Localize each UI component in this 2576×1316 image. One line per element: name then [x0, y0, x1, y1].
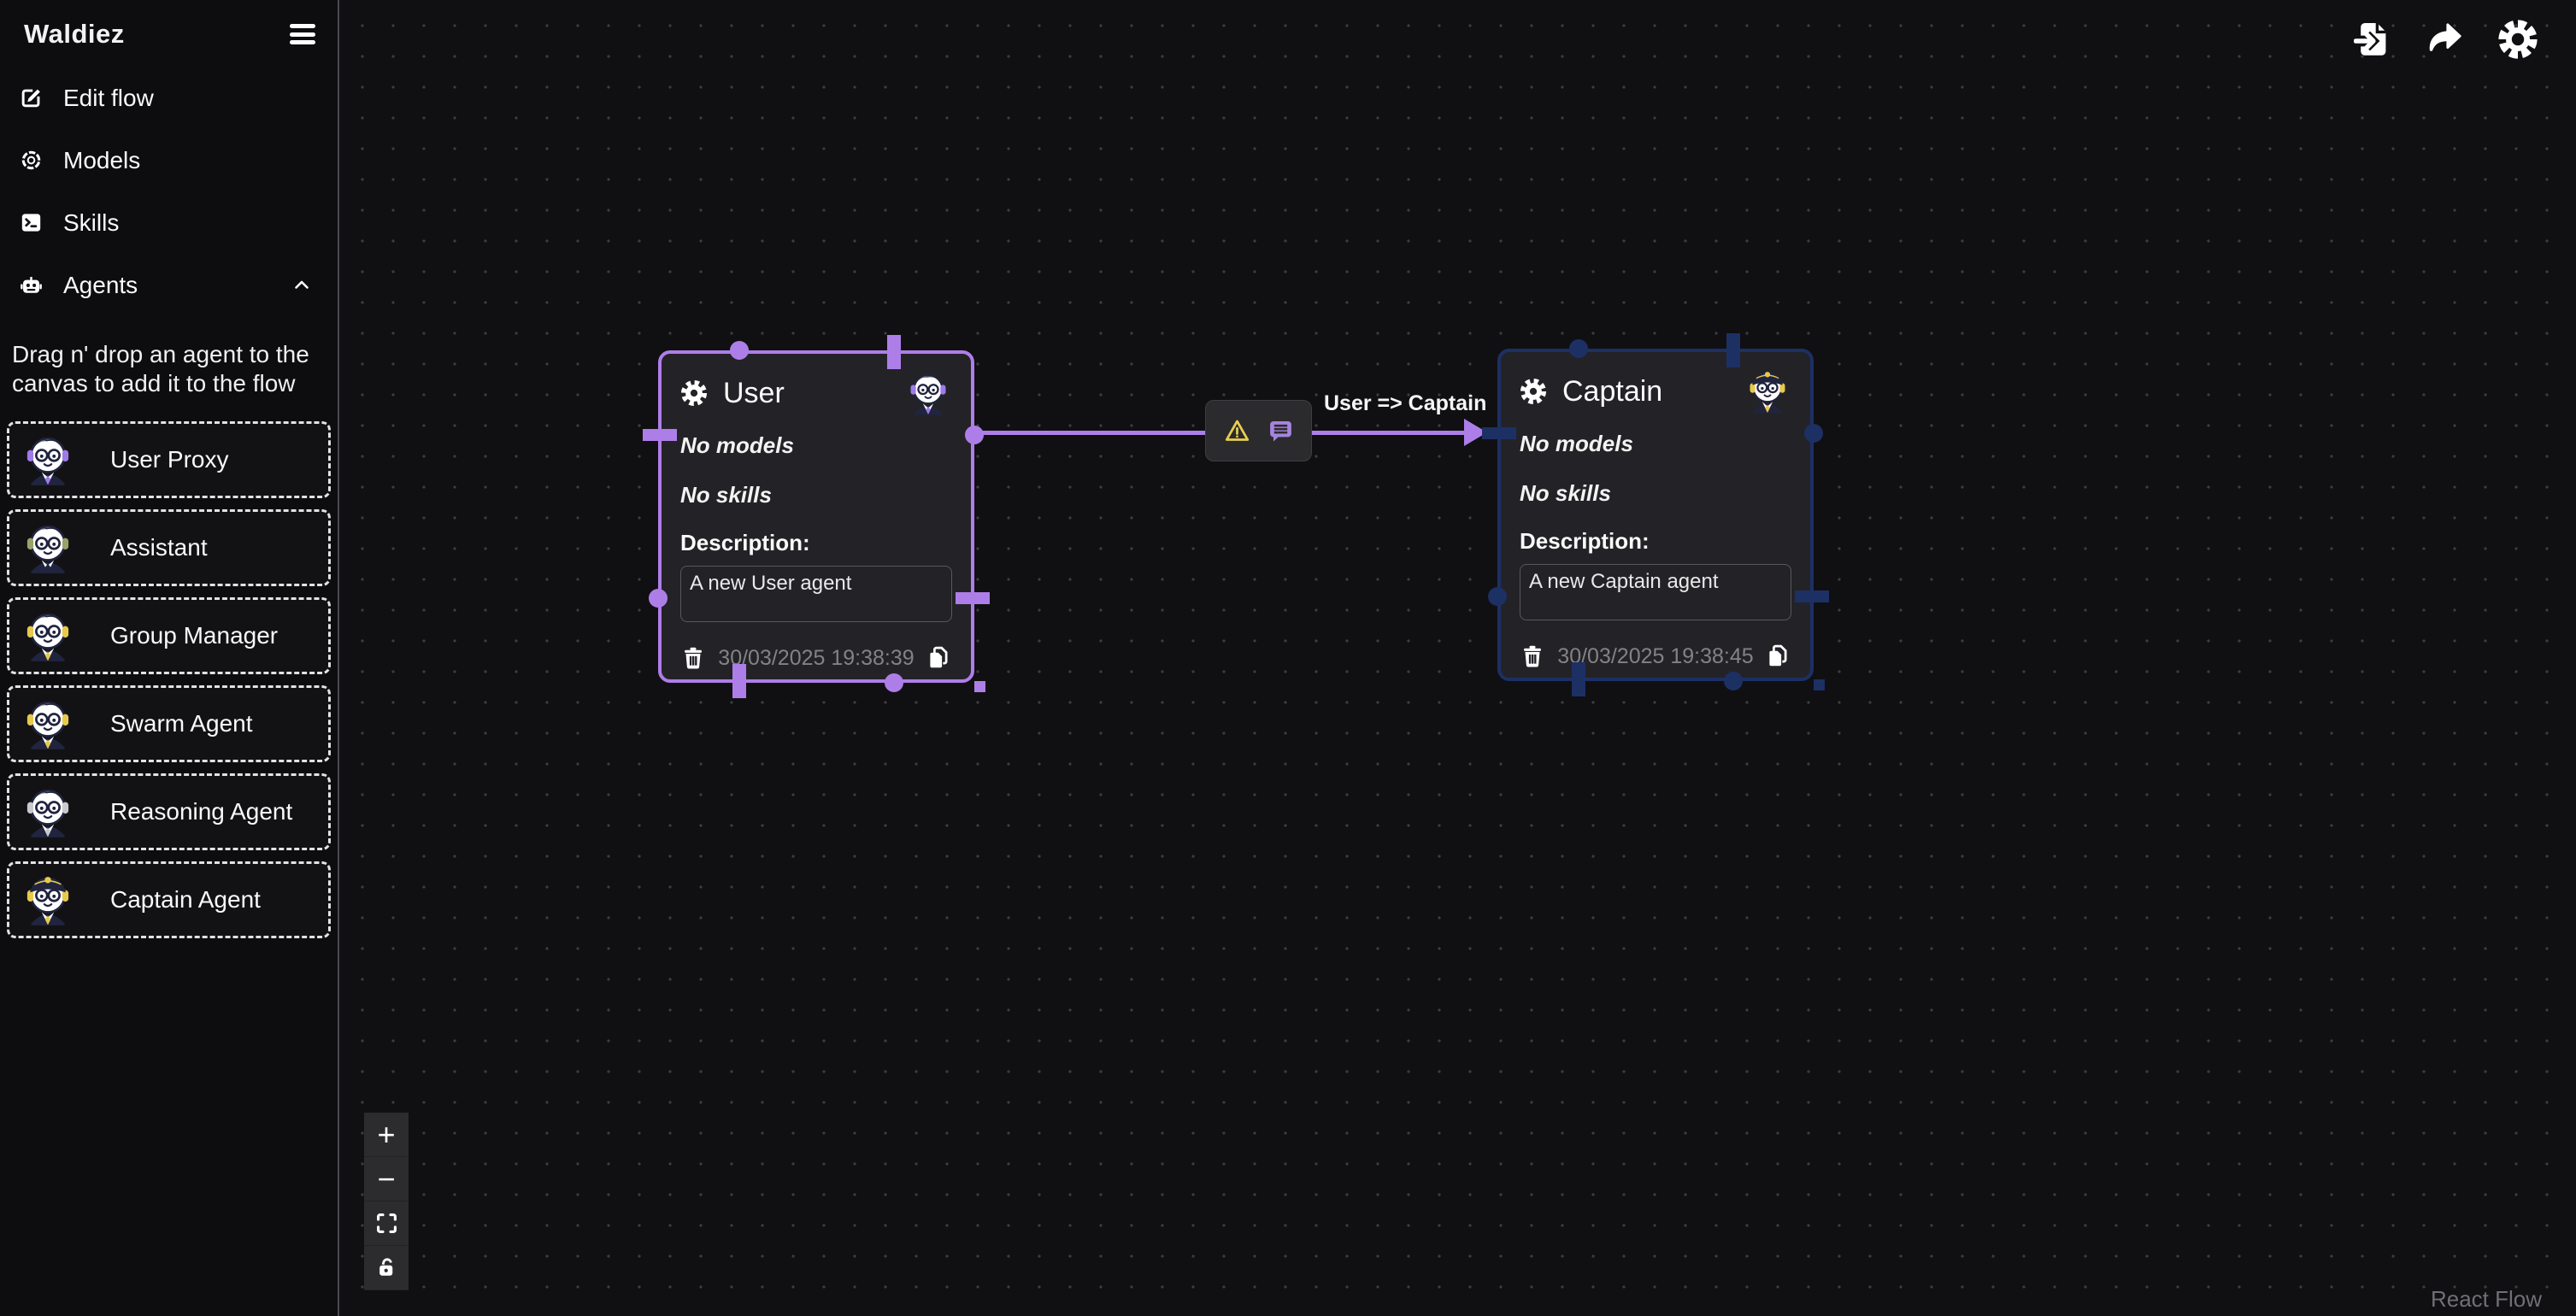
user-node-avatar — [904, 369, 952, 417]
handle-bottom-target[interactable] — [1571, 662, 1585, 696]
fit-view-button[interactable] — [364, 1201, 409, 1246]
user-proxy-avatar — [20, 432, 76, 488]
delete-node-icon[interactable] — [1520, 643, 1545, 669]
node-settings-gear-icon[interactable] — [1520, 378, 1547, 405]
captain-node-avatar — [1744, 367, 1791, 415]
description-label: Description: — [680, 530, 810, 555]
sidebar-item-agents[interactable]: Agents — [0, 254, 338, 316]
agent-card-assistant[interactable]: Assistant — [7, 508, 331, 586]
handle-right-source[interactable] — [1804, 424, 1823, 444]
group-manager-avatar — [20, 608, 76, 664]
drag-drop-hint: Drag n' drop an agent to the canvas to a… — [12, 341, 309, 397]
agent-card-label: Captain Agent — [110, 885, 261, 913]
handle-bottom-target[interactable] — [732, 664, 746, 698]
handle-left-target[interactable] — [1482, 427, 1516, 440]
node-skills-status: No skills — [680, 482, 772, 508]
lock-toggle-button[interactable] — [364, 1246, 409, 1290]
sidebar-menu: Edit flow Models Skills Agents — [0, 67, 338, 316]
node-title: User — [723, 376, 785, 409]
node-skills-status: No skills — [1520, 480, 1611, 506]
sidebar: Waldiez Edit flow Models Skills Agents — [0, 0, 338, 1316]
sidebar-item-skills[interactable]: Skills — [0, 191, 338, 254]
node-models-status: No models — [680, 432, 794, 458]
agent-card-reasoning[interactable]: Reasoning Agent — [7, 773, 331, 850]
handle-left-source[interactable] — [649, 588, 668, 608]
delete-node-icon[interactable] — [680, 645, 706, 671]
zoom-out-button[interactable]: − — [364, 1157, 409, 1201]
handle-top-source[interactable] — [729, 341, 749, 360]
handle-right-target[interactable] — [1795, 590, 1829, 602]
react-flow-attribution[interactable]: React Flow — [2430, 1286, 2542, 1312]
robot-icon — [20, 273, 43, 297]
node-timestamp: 30/03/2025 19:38:45 — [1557, 643, 1754, 668]
agent-node-captain[interactable]: Captain No models No skills Description:… — [1482, 333, 1829, 696]
app-title: Waldiez — [24, 19, 125, 49]
node-header: User — [680, 367, 952, 419]
edge-actions-box[interactable] — [1205, 400, 1312, 461]
edge-label[interactable]: User => Captain — [1324, 391, 1487, 415]
agent-card-label: Assistant — [110, 533, 208, 561]
agent-card-label: User Proxy — [110, 445, 229, 473]
sidebar-item-edit-flow[interactable]: Edit flow — [0, 67, 338, 129]
handle-top-target[interactable] — [886, 335, 901, 369]
sidebar-item-label: Edit flow — [63, 84, 154, 111]
resize-handle[interactable] — [974, 681, 985, 692]
hamburger-menu-icon[interactable] — [288, 21, 317, 47]
agent-palette: User Proxy Assistant Group Manager Swarm… — [0, 420, 338, 938]
copy-node-icon[interactable] — [1766, 643, 1791, 669]
sidebar-item-label: Agents — [63, 271, 138, 298]
handle-top-source[interactable] — [1568, 339, 1588, 358]
agent-card-swarm[interactable]: Swarm Agent — [7, 684, 331, 762]
description-textarea[interactable]: A new User agent — [680, 566, 952, 622]
sidebar-item-label: Models — [63, 146, 141, 173]
warning-icon[interactable] — [1223, 417, 1251, 445]
description-textarea[interactable]: A new Captain agent — [1520, 564, 1791, 620]
captain-agent-avatar — [20, 872, 76, 928]
node-settings-gear-icon[interactable] — [680, 379, 708, 407]
sidebar-item-models[interactable]: Models — [0, 129, 338, 191]
node-header: Captain — [1520, 366, 1791, 417]
handle-bottom-source[interactable] — [1723, 672, 1743, 690]
import-flow-icon[interactable] — [2354, 19, 2395, 60]
handle-right-target[interactable] — [956, 591, 990, 604]
export-flow-icon[interactable] — [2426, 19, 2467, 60]
settings-icon[interactable] — [2497, 19, 2538, 60]
canvas-controls: + − — [364, 1113, 409, 1290]
resize-handle[interactable] — [1814, 679, 1825, 690]
node-models-status: No models — [1520, 431, 1633, 456]
node-footer: 30/03/2025 19:38:39 — [680, 645, 952, 671]
sidebar-header: Waldiez — [0, 17, 338, 51]
agent-card-user-proxy[interactable]: User Proxy — [7, 420, 331, 498]
handle-top-target[interactable] — [1726, 333, 1740, 367]
agent-card-label: Swarm Agent — [110, 709, 253, 737]
chat-icon[interactable] — [1267, 417, 1295, 445]
agent-card-group-manager[interactable]: Group Manager — [7, 596, 331, 674]
description-label: Description: — [1520, 528, 1650, 554]
assistant-avatar — [20, 520, 76, 576]
swarm-agent-avatar — [20, 696, 76, 752]
agent-node-user[interactable]: User No models No skills Description: A … — [643, 335, 990, 698]
handle-right-source[interactable] — [965, 426, 984, 445]
node-title: Captain — [1562, 374, 1663, 408]
agent-card-captain[interactable]: Captain Agent — [7, 861, 331, 938]
flow-canvas[interactable]: User => Captain User No models No skills… — [338, 0, 2576, 1316]
terminal-icon — [20, 211, 43, 234]
agent-card-label: Group Manager — [110, 621, 279, 649]
flow-toolbar — [2354, 19, 2538, 60]
handle-left-source[interactable] — [1488, 586, 1507, 606]
sidebar-item-label: Skills — [63, 209, 120, 236]
zoom-in-button[interactable]: + — [364, 1113, 409, 1157]
agent-card-label: Reasoning Agent — [110, 797, 293, 825]
reasoning-agent-avatar — [20, 784, 76, 840]
node-footer: 30/03/2025 19:38:45 — [1520, 643, 1791, 669]
chevron-up-icon[interactable] — [291, 275, 312, 296]
handle-bottom-source[interactable] — [884, 673, 903, 692]
openai-icon — [20, 149, 43, 172]
edit-icon — [20, 86, 43, 109]
node-timestamp: 30/03/2025 19:38:39 — [718, 645, 915, 670]
handle-left-target[interactable] — [643, 429, 677, 442]
copy-node-icon[interactable] — [926, 645, 952, 671]
